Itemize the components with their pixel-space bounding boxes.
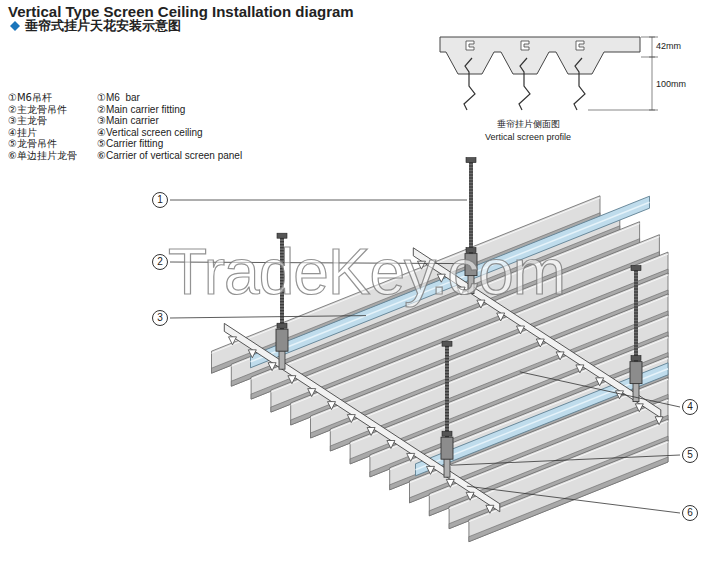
carrier-tooth <box>536 339 544 347</box>
carrier-tooth <box>308 389 316 397</box>
rod-thread <box>445 343 449 443</box>
callout-number: 5 <box>687 449 693 460</box>
rod-nut <box>631 356 641 361</box>
callout-number: 6 <box>687 507 693 518</box>
part-list-en: ④Vertical screen ceiling <box>97 127 203 139</box>
callout-circle: 2 <box>152 254 168 270</box>
carrier-tooth <box>655 417 663 425</box>
dimension-label: 42mm <box>656 41 681 51</box>
rod-thread <box>634 268 638 368</box>
callout-circle: 1 <box>152 192 168 208</box>
carrier-tooth <box>596 378 604 386</box>
carrier-tooth <box>229 337 237 345</box>
carrier-tooth <box>347 415 355 423</box>
m6-rod <box>634 268 638 368</box>
callout-number: 1 <box>157 194 163 205</box>
callout-number: 3 <box>157 312 163 323</box>
rod-nut <box>466 158 476 163</box>
profile-hanger <box>519 58 530 110</box>
part-list-en: ⑥Carrier of vertical screen panel <box>97 150 242 162</box>
diagram-title: Vertical Type Screen Ceiling Installatio… <box>8 3 354 20</box>
callout-circle: 4 <box>682 399 698 415</box>
carrier-tooth <box>288 376 296 384</box>
part-list-en: ②Main carrier fitting <box>97 104 185 116</box>
main-carrier-fitting <box>441 437 453 459</box>
carrier-tooth <box>367 428 375 436</box>
carrier-tooth <box>427 466 435 474</box>
leader-line <box>451 455 680 465</box>
profile-hanger <box>464 58 475 110</box>
m6-rod <box>445 343 449 443</box>
bullet-diamond <box>10 21 20 31</box>
carrier-fitting <box>279 349 285 369</box>
dimension-line <box>588 37 658 110</box>
carrier-tooth <box>328 402 336 410</box>
rod-nut <box>442 431 452 436</box>
callout-number: 4 <box>687 401 693 412</box>
carrier-tooth <box>635 404 643 412</box>
dimension-label: 100mm <box>656 79 686 89</box>
part-list-cn: ②主龙骨吊件 <box>8 104 67 116</box>
main-carrier-fitting <box>630 362 642 384</box>
part-list-en: ①M6 bar <box>97 92 140 104</box>
carrier-tooth <box>407 453 415 461</box>
carrier-tooth <box>616 391 624 399</box>
part-list-en: ③Main carrier <box>97 115 159 127</box>
leader-line <box>520 372 680 407</box>
part-list-cn: ③主龙骨 <box>8 115 47 127</box>
profile-slot <box>466 41 584 50</box>
panel-carrier <box>224 323 500 511</box>
leader-line <box>467 486 680 513</box>
part-list-en: ⑤Carrier fitting <box>97 138 163 150</box>
profile-caption-en: Vertical screen profile <box>485 132 571 142</box>
carrier-fitting <box>444 457 450 477</box>
subtitle: 垂帘式挂片天花安装示意图 <box>25 19 181 34</box>
watermark: TradeKey.com <box>168 236 565 310</box>
main-carrier-fitting <box>276 329 288 351</box>
carrier-tooth <box>268 363 276 371</box>
carrier-tooth <box>556 352 564 360</box>
carrier-tooth <box>486 505 494 513</box>
part-list-cn: ④挂片 <box>8 127 37 139</box>
carrier-tooth <box>576 365 584 373</box>
carrier-tooth <box>446 479 454 487</box>
callout-circle: 3 <box>152 310 168 326</box>
carrier-tooth <box>517 326 525 334</box>
part-list-cn: ①M6吊杆 <box>8 92 52 104</box>
rod-nut <box>277 323 287 328</box>
part-list-cn: ⑥单边挂片龙骨 <box>8 150 77 162</box>
callout-circle: 6 <box>682 505 698 521</box>
carrier-tooth <box>497 313 505 321</box>
callout-circle: 5 <box>682 447 698 463</box>
carrier-tooth <box>466 492 474 500</box>
carrier-tooth <box>248 350 256 358</box>
part-list-cn: ⑤龙骨吊件 <box>8 138 57 150</box>
leader-line <box>170 316 366 318</box>
carrier-fitting <box>633 382 639 402</box>
profile-body <box>440 37 640 74</box>
profile-hanger <box>574 58 585 110</box>
callout-number: 2 <box>157 256 163 267</box>
profile-caption-cn: 垂帘挂片侧面图 <box>497 119 560 129</box>
leader-line <box>170 200 467 201</box>
rod-nut <box>442 341 452 346</box>
rod-nut <box>631 266 641 271</box>
screen-panel <box>469 440 668 542</box>
carrier-tooth <box>387 441 395 449</box>
